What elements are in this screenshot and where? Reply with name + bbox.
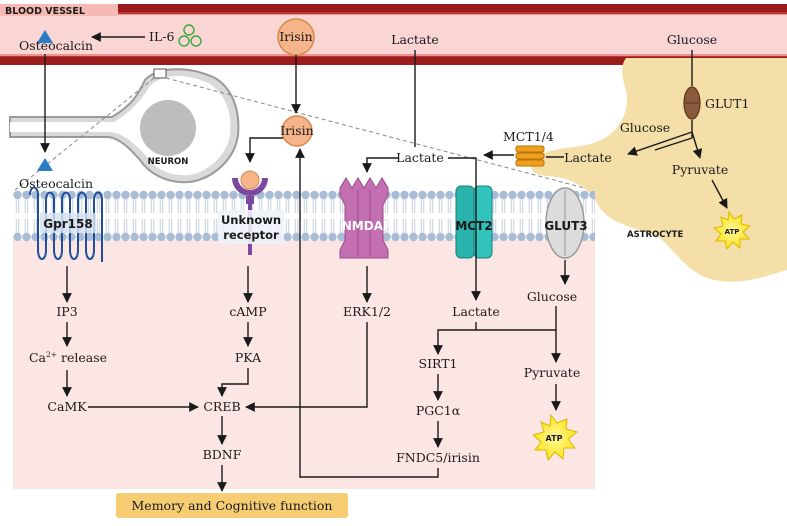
ip3-label: IP3 bbox=[56, 304, 77, 319]
unknown-receptor-label-1: Unknown bbox=[221, 213, 281, 227]
lactate-membrane: Lactate bbox=[396, 150, 444, 165]
ca-release-label: Ca2+ release bbox=[29, 350, 107, 365]
blood-vessel bbox=[0, 4, 787, 65]
footer-box bbox=[116, 493, 348, 518]
camp-label: cAMP bbox=[229, 304, 266, 319]
vessel-label: BLOOD VESSEL bbox=[5, 6, 85, 17]
gpr158-receptor-icon bbox=[29, 186, 103, 262]
astro-atp: ATP bbox=[725, 228, 740, 236]
erk-label: ERK1/2 bbox=[343, 304, 391, 319]
nmdar-receptor-icon bbox=[339, 177, 389, 259]
gpr158-label: Gpr158 bbox=[43, 217, 92, 231]
il6-circles-icon bbox=[178, 24, 202, 47]
arrows bbox=[40, 32, 728, 492]
ca-release-suffix: release bbox=[57, 350, 107, 365]
irisin-neuron: Irisin bbox=[280, 123, 313, 138]
footer-label: Memory and Cognitive function bbox=[132, 498, 333, 513]
osteocalcin-membrane-triangle-icon bbox=[37, 158, 53, 171]
zoom-line-right bbox=[165, 77, 593, 191]
astro-atp-burst-icon bbox=[712, 210, 752, 251]
neuron-atp-burst-icon bbox=[531, 413, 579, 462]
unknown-receptor-label-2: receptor bbox=[223, 228, 279, 242]
mct2-label: MCT2 bbox=[455, 219, 492, 233]
osteocalcin-triangle-icon bbox=[37, 30, 53, 43]
zoom-box bbox=[153, 68, 167, 79]
neuron-cell bbox=[9, 68, 240, 184]
pka-label: PKA bbox=[235, 350, 262, 365]
osteocalcin-blood: Osteocalcin bbox=[19, 38, 93, 53]
creb-label: CREB bbox=[203, 399, 240, 414]
osteocalcin-membrane: Osteocalcin bbox=[19, 176, 93, 191]
zoom-line-left bbox=[14, 77, 155, 191]
ca-release-prefix: Ca bbox=[29, 350, 47, 365]
unknown-receptor-label-bg bbox=[218, 210, 284, 244]
ca-release-sup: 2+ bbox=[46, 350, 57, 359]
astro-lactate: Lactate bbox=[564, 150, 612, 165]
mct2-transporter-icon bbox=[455, 185, 493, 259]
glut3-label: GLUT3 bbox=[544, 219, 587, 233]
irisin-neuron-circle bbox=[281, 115, 313, 147]
pyruvate-cyto-label: Pyruvate bbox=[524, 365, 580, 380]
neuron-label: NEURON bbox=[148, 157, 189, 167]
vessel-label-bg bbox=[0, 4, 118, 16]
astro-glucose: Glucose bbox=[620, 120, 670, 135]
il6-label: IL-6 bbox=[149, 29, 174, 44]
glucose-blood: Glucose bbox=[667, 32, 717, 47]
mct14-label: MCT1/4 bbox=[503, 129, 554, 144]
sirt1-label: SIRT1 bbox=[419, 356, 458, 371]
membrane-bilayer bbox=[13, 189, 595, 243]
nmdar-label: NMDAR bbox=[342, 219, 392, 233]
glut3-transporter-icon bbox=[545, 187, 585, 259]
astro-pyruvate: Pyruvate bbox=[672, 162, 728, 177]
neuron-cytoplasm bbox=[13, 240, 595, 489]
astrocyte-label: ASTROCYTE bbox=[627, 230, 683, 240]
irisin-blood: Irisin bbox=[279, 29, 312, 44]
glucose-cyto-label: Glucose bbox=[527, 289, 577, 304]
neuron-atp: ATP bbox=[546, 434, 563, 443]
mct14-transporter-icon bbox=[515, 145, 545, 167]
lactate-blood: Lactate bbox=[391, 32, 439, 47]
bdnf-label: BDNF bbox=[203, 447, 242, 462]
glut1-label: GLUT1 bbox=[705, 96, 749, 111]
camk-label: CaMK bbox=[47, 399, 87, 414]
fndc5-label: FNDC5/irisin bbox=[396, 450, 480, 465]
pgc1a-label: PGC1α bbox=[416, 403, 461, 418]
lactate-cyto-label: Lactate bbox=[452, 304, 500, 319]
